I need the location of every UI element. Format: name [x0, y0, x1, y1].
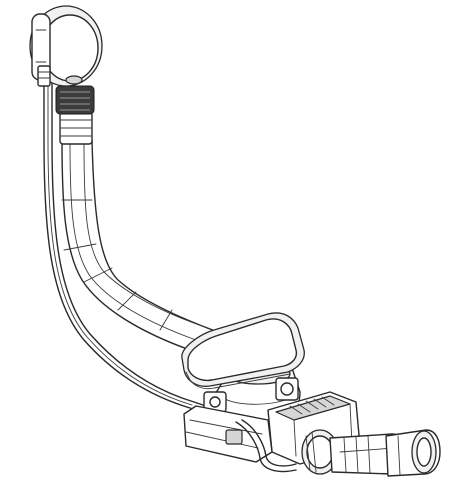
overflow-neck [55, 85, 95, 145]
base-plate [183, 405, 273, 463]
control-cable [43, 77, 237, 423]
union-nut [301, 429, 339, 475]
drain-plug [181, 312, 305, 390]
pipe-end-coupling [385, 429, 441, 477]
cable-clip [31, 13, 51, 87]
cable-loop [235, 419, 297, 473]
overflow-hose [61, 139, 219, 356]
